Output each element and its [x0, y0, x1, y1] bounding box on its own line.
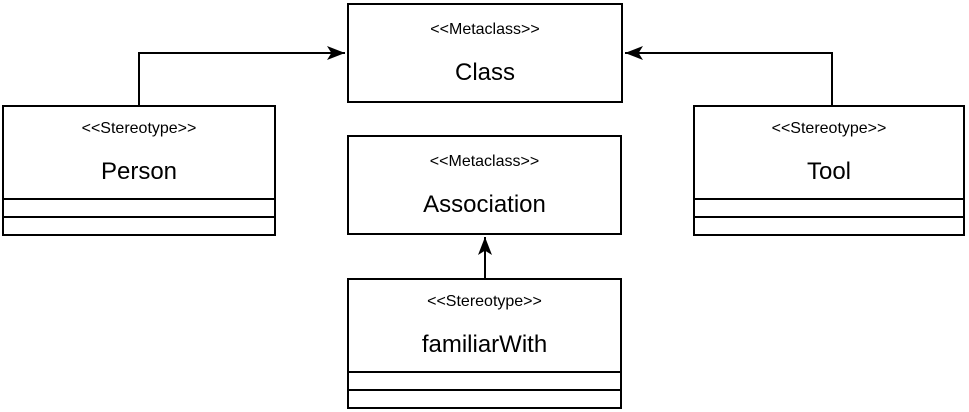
person-attributes-compartment [4, 198, 274, 216]
class-node-header: <<Metaclass>> Class [349, 5, 621, 101]
familiarwith-attributes-compartment [349, 371, 620, 389]
connector-person-to-class [138, 46, 345, 105]
class-name-label: Class [454, 58, 515, 86]
person-name-label: Person [100, 158, 178, 185]
person-node-header: <<Stereotype>> Person [4, 107, 274, 198]
association-metaclass-node: <<Metaclass>> Association [347, 135, 622, 235]
tool-stereotype-label: <<Stereotype>> [771, 120, 887, 137]
association-name-label: Association [423, 190, 546, 218]
connector-tool-to-class [625, 46, 833, 105]
tool-stereotype-node: <<Stereotype>> Tool [693, 105, 965, 236]
person-operations-compartment [4, 216, 274, 234]
tool-operations-compartment [695, 216, 963, 234]
familiarwith-operations-compartment [349, 389, 620, 407]
person-stereotype-label: <<Stereotype>> [81, 120, 197, 137]
tool-node-header: <<Stereotype>> Tool [695, 107, 963, 198]
familiarwith-name-label: familiarWith [421, 331, 548, 358]
familiarwith-stereotype-node: <<Stereotype>> familiarWith [347, 278, 622, 409]
familiarwith-stereotype-label: <<Stereotype>> [427, 293, 542, 310]
tool-attributes-compartment [695, 198, 963, 216]
association-stereotype-label: <<Metaclass>> [429, 152, 540, 170]
class-stereotype-label: <<Metaclass>> [430, 20, 540, 38]
association-node-header: <<Metaclass>> Association [349, 137, 620, 233]
person-stereotype-node: <<Stereotype>> Person [2, 105, 276, 236]
familiarwith-node-header: <<Stereotype>> familiarWith [349, 280, 620, 371]
tool-name-label: Tool [806, 158, 852, 185]
class-metaclass-node: <<Metaclass>> Class [347, 3, 623, 103]
